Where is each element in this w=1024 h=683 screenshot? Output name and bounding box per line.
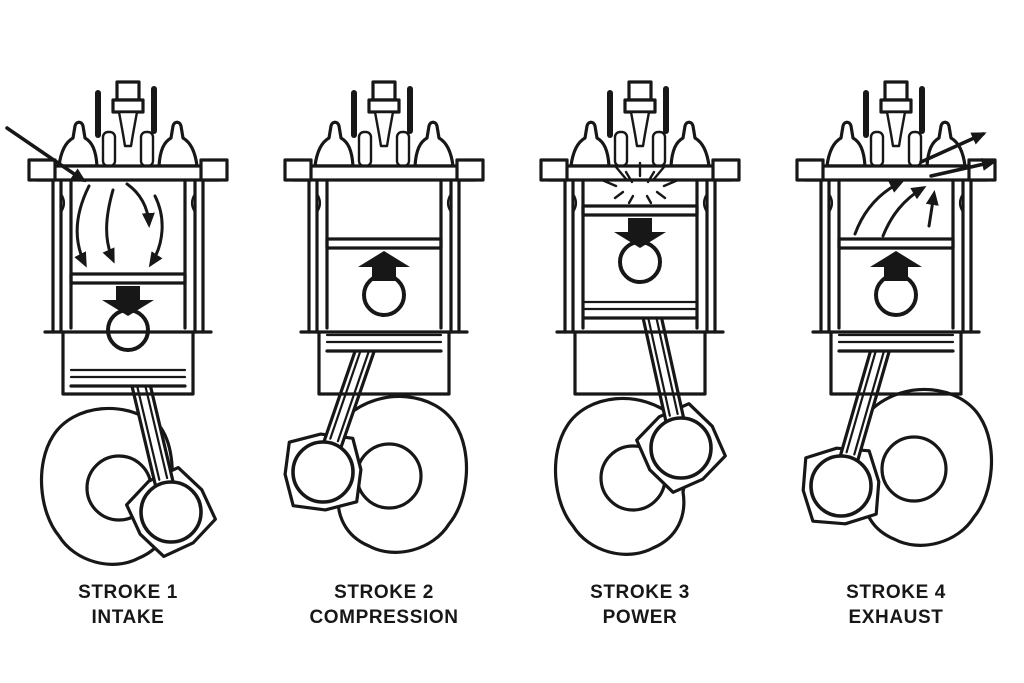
piston-motion-arrow-icon (870, 251, 922, 281)
crankcase-mouth (573, 330, 707, 396)
exhaust-valve-stem (663, 86, 669, 134)
spark-plug (111, 80, 145, 148)
exhaust-valve-stem (407, 86, 413, 134)
piston (69, 272, 187, 388)
stroke-name-label: POWER (602, 607, 678, 628)
exhaust-valve (157, 120, 199, 168)
intake-valve-stem (863, 90, 869, 138)
crank-journal (291, 440, 355, 504)
intake-valve (569, 120, 611, 168)
intake-valve (57, 120, 99, 168)
intake-valve-stem (607, 90, 613, 138)
intake-valve-stem (95, 90, 101, 138)
panel-stroke-4: STROKE 4 EXHAUST (768, 0, 1024, 683)
stroke-number-label: STROKE 1 (78, 582, 178, 603)
crankcase-mouth (829, 330, 963, 396)
stroke-name-label: EXHAUST (848, 607, 944, 628)
crankcase-mouth (61, 330, 195, 396)
gas-flow-arrows (600, 161, 680, 205)
gas-flow-arrows (853, 132, 997, 238)
stroke-2-label: STROKE 2 COMPRESSION (309, 580, 458, 630)
cylinder-block (555, 180, 725, 396)
stroke-number-label: STROKE 3 (590, 582, 690, 603)
piston (325, 237, 443, 353)
cylinder-head (283, 80, 485, 182)
engine-diagram-stroke-1 (5, 80, 229, 566)
stroke-3-label: STROKE 3 POWER (590, 580, 690, 630)
crank-counterweight (859, 387, 994, 547)
stroke-name-label: COMPRESSION (309, 607, 459, 628)
panel-stroke-3: STROKE 3 POWER (512, 0, 768, 683)
engine-diagram-stroke-2 (283, 80, 485, 554)
intake-valve (313, 120, 355, 168)
stroke-number-label: STROKE 4 (846, 582, 946, 603)
spark-plug (623, 80, 657, 148)
piston-motion-arrow-icon (102, 286, 154, 316)
engine-diagram-stroke-4 (795, 80, 997, 547)
crank-journal (139, 480, 203, 544)
crank-journal (809, 454, 873, 518)
exhaust-valve (413, 120, 455, 168)
exhaust-outflow-arrow (929, 158, 997, 178)
engine-diagram-stroke-3 (539, 80, 741, 556)
exhaust-valve (669, 120, 711, 168)
cylinder-head (795, 80, 997, 182)
piston-motion-arrow-icon (358, 251, 410, 281)
head-deck (291, 164, 477, 182)
cylinder-block (811, 180, 981, 396)
cylinder-block (299, 180, 469, 396)
exhaust-valve-stem (919, 86, 925, 134)
piston (581, 204, 699, 320)
panel-stroke-1: STROKE 1 INTAKE (0, 0, 256, 683)
crankcase-mouth (317, 330, 451, 396)
piston (837, 237, 955, 353)
piston-motion-arrow-icon (614, 218, 666, 248)
exhaust-valve-stem (151, 86, 157, 134)
panel-stroke-2: STROKE 2 COMPRESSION (256, 0, 512, 683)
combustion-burst-icon (600, 161, 680, 205)
gas-flow-arrows (5, 126, 164, 268)
crankshaft (553, 264, 727, 556)
stroke-1-label: STROKE 1 INTAKE (78, 580, 178, 630)
intake-valve (825, 120, 867, 168)
exhaust-outflow-arrow (919, 132, 987, 164)
crankshaft (39, 332, 217, 566)
stroke-4-label: STROKE 4 EXHAUST (846, 580, 946, 630)
cylinder-block (43, 180, 213, 396)
intake-inflow-arrow (5, 126, 87, 183)
spark-plug (367, 80, 401, 148)
crank-journal (649, 416, 713, 480)
intake-valve-stem (351, 90, 357, 138)
stroke-number-label: STROKE 2 (334, 582, 434, 603)
crankshaft (283, 296, 469, 554)
stroke-name-label: INTAKE (91, 607, 165, 628)
spark-plug (879, 80, 913, 148)
